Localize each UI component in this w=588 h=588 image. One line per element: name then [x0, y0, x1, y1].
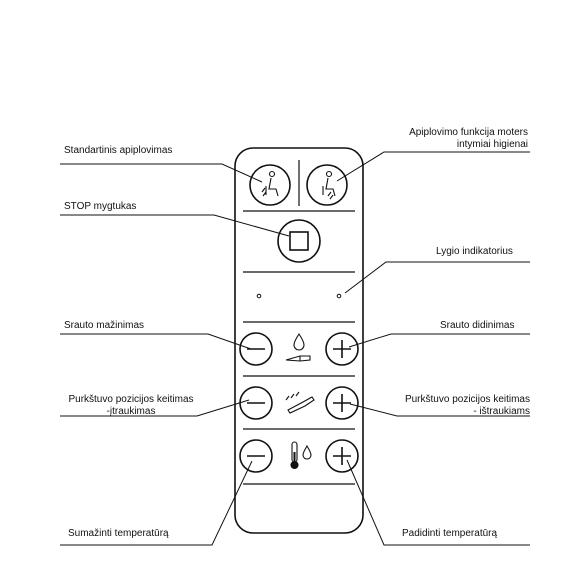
label-nozzle-extend: Purkštuvo pozicijos keitimas - ištraukia…: [384, 394, 530, 418]
plus-icon: [333, 447, 351, 465]
label-feminine-wash-line2: intymiai higienai: [456, 139, 528, 150]
position-plus-button[interactable]: [325, 386, 359, 420]
water-drop-nozzle-icon: [285, 333, 311, 362]
seated-person-front-wash-icon: [322, 170, 336, 200]
remote-dividers: [243, 160, 355, 485]
plus-icon: [333, 340, 351, 358]
label-standard-wash: Standartinis apiplovimas: [64, 145, 173, 156]
remote-body: [234, 147, 364, 534]
feminine-wash-button[interactable]: [306, 164, 348, 206]
thermometer-drop-icon: [290, 441, 312, 470]
temp-minus-button[interactable]: [239, 439, 273, 473]
stop-button[interactable]: [277, 219, 321, 263]
label-temp-decrease: Sumažinti temperatūrą: [68, 528, 169, 539]
label-temp-increase: Padidinti temperatūrą: [402, 528, 498, 539]
label-flow-decrease: Srauto mažinimas: [64, 320, 145, 331]
level-indicator-right: [336, 293, 342, 299]
square-stop-icon: [289, 231, 309, 251]
position-minus-button[interactable]: [239, 386, 273, 420]
label-nozzle-retract-line2: -įtraukimas: [106, 406, 156, 417]
label-feminine-wash-line1: Apiplovimo funkcija moters: [409, 127, 528, 138]
nozzle-position-icon: [285, 391, 315, 414]
label-level-indicator: Lygio indikatorius: [436, 246, 513, 257]
label-flow-increase: Srauto didinimas: [440, 320, 515, 331]
plus-icon: [333, 394, 351, 412]
label-nozzle-extend-line1: Purkštuvo pozicijos keitimas: [404, 394, 530, 405]
label-nozzle-retract: Purkštuvo pozicijos keitimas -įtraukimas: [56, 394, 206, 418]
seated-person-rear-wash-icon: [261, 170, 279, 197]
label-nozzle-extend-line2: - ištraukiams: [473, 406, 530, 417]
label-nozzle-retract-line1: Purkštuvo pozicijos keitimas: [68, 394, 194, 405]
leader-lines: [60, 151, 530, 546]
standard-wash-button[interactable]: [249, 164, 291, 206]
level-indicator-left: [256, 293, 262, 299]
temp-plus-button[interactable]: [325, 439, 359, 473]
label-feminine-wash: Apiplovimo funkcija moters intymiai higi…: [388, 127, 528, 151]
flow-plus-button[interactable]: [325, 332, 359, 366]
label-stop-button: STOP mygtukas: [64, 201, 137, 212]
flow-minus-button[interactable]: [239, 332, 273, 366]
